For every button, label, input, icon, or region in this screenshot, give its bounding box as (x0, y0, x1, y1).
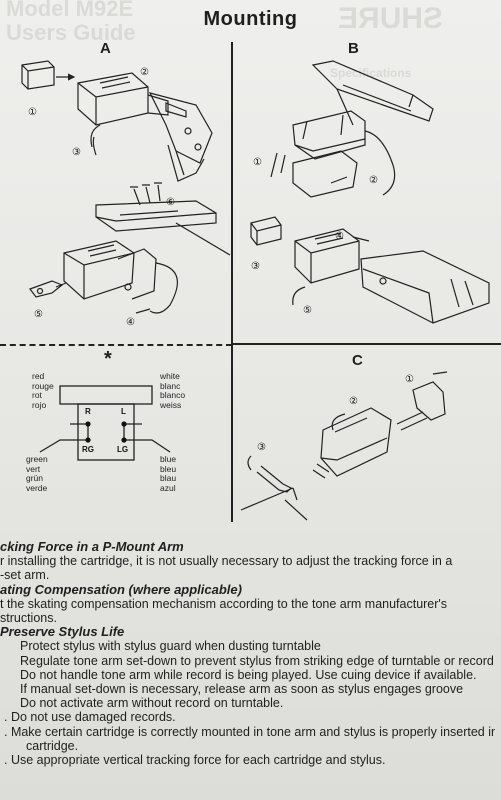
vertical-divider (231, 42, 233, 522)
instruction-heading: ating Compensation (where applicable) (0, 582, 242, 597)
ghost-specifications-text: Specifications (330, 66, 412, 80)
panel-a-step-2: ② (140, 67, 149, 78)
panel-b-illustration: ① ② ④ ③ ⑤ (250, 60, 490, 324)
panel-c-label: C (352, 352, 363, 369)
instruction-line: cartridge. (26, 738, 79, 753)
panel-a-illustration: ① ② ③ ⑥ ⑤ ④ (21, 60, 231, 328)
pin-lg: LG (117, 445, 128, 454)
instruction-line: . Use appropriate vertical tracking forc… (4, 753, 386, 768)
ghost-users-guide-text: Users Guide (6, 20, 136, 45)
instruction-heading: cking Force in a P-Mount Arm (0, 540, 184, 554)
instruction-heading: Preserve Stylus Life (0, 625, 125, 640)
ghost-model-text: Model M92E (6, 0, 134, 21)
instruction-line: . Make certain cartridge is correctly mo… (4, 724, 495, 739)
panel-b-step-4: ④ (335, 231, 344, 242)
panel-b-label: B (348, 40, 359, 57)
pin-r: R (85, 407, 91, 416)
panel-b-step-3: ③ (251, 261, 260, 272)
panel-c-illustration: ① ② ③ (240, 371, 448, 521)
instruction-line: r installing the cartridge, it is not us… (0, 554, 453, 569)
instruction-line: Protect stylus with stylus guard when du… (20, 639, 321, 654)
panel-b-step-2: ② (369, 175, 378, 186)
panel-b-step-5: ⑤ (303, 305, 312, 316)
panel-a-label: A (100, 40, 111, 57)
panel-a-step-4: ④ (126, 317, 135, 328)
panel-b-step-1: ① (253, 157, 262, 168)
panel-a-step-6: ⑥ (166, 197, 175, 208)
dashed-divider (0, 344, 232, 346)
instruction-line: structions. (0, 611, 57, 626)
panel-a-step-1: ① (28, 107, 37, 118)
instruction-line: Regulate tone arm set-down to prevent st… (20, 653, 495, 668)
instruction-line: If manual set-down is necessary, release… (20, 682, 464, 697)
panel-a-step-3: ③ (72, 147, 81, 158)
solid-divider (232, 343, 501, 345)
panel-c-step-3: ③ (257, 442, 266, 453)
panel-c-step-1: ① (405, 374, 414, 385)
pin-l: L (121, 407, 126, 416)
instruction-line: Do not activate arm without record on tu… (20, 696, 284, 711)
pin-rg: RG (82, 445, 94, 454)
instruction-line: -set arm. (0, 568, 50, 583)
page-title: Mounting (203, 8, 298, 30)
panel-c-step-2: ② (349, 396, 358, 407)
instruction-line: . Do not use damaged records. (4, 710, 176, 725)
wiring-marker: * (104, 348, 112, 370)
instruction-line: t the skating compensation mechanism acc… (0, 596, 448, 611)
wiring-diagram: R L RG LG (39, 385, 171, 461)
panel-a-step-5: ⑤ (34, 309, 43, 320)
instruction-line: Do not handle tone arm while record is b… (20, 667, 477, 682)
